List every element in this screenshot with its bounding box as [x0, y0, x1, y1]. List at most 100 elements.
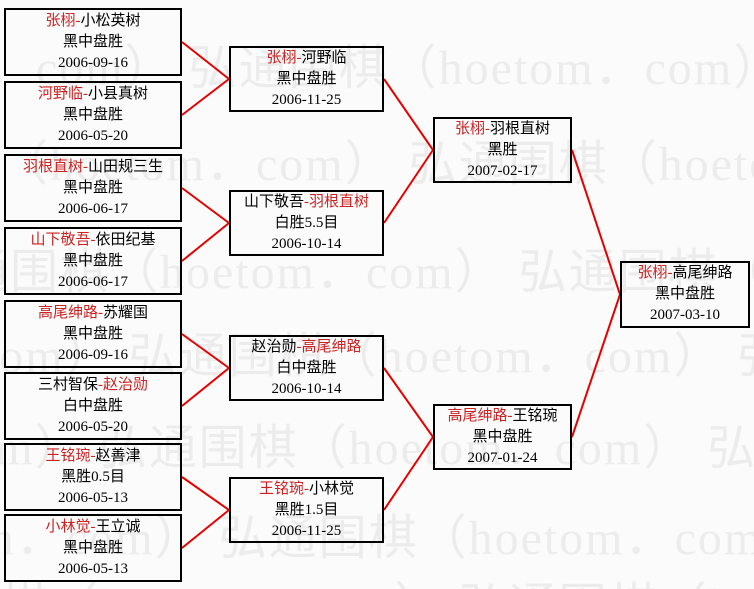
player-separator: - [83, 158, 88, 175]
match-result: 白中盘胜 [276, 359, 337, 376]
winner-name: 王铭琬 [258, 480, 304, 497]
player-name: 苏耀国 [103, 304, 149, 321]
winner-name: 羽根直树 [22, 158, 83, 175]
bracket-connector-line [181, 41, 230, 80]
match-result: 黑中盘胜 [276, 70, 337, 87]
player-separator: - [485, 120, 490, 137]
match-players: 王铭琬-小林觉 [259, 479, 354, 500]
match-result: 黑中盘胜 [654, 286, 715, 302]
winner-name: 高尾绅路 [301, 338, 362, 355]
match-players: 王铭琬-赵善津 [45, 446, 140, 467]
winner-name: 高尾绅路 [37, 304, 98, 321]
match-players: 三村智保-赵治勋 [38, 375, 148, 396]
player-name: 小县真树 [88, 85, 149, 102]
bracket-connector-line [181, 187, 230, 224]
match-players: 张栩-高尾绅路 [637, 263, 732, 284]
match-date: 2006-05-20 [58, 127, 128, 144]
match-box-r3m1: 张栩-羽根直树黑胜 2007-02-17 [433, 117, 572, 183]
match-box-r2m4: 王铭琬-小林觉黑胜1.5目 2006-11-25 [229, 477, 384, 543]
bracket-connector-line [383, 436, 434, 511]
match-date: 2006-10-14 [271, 235, 342, 252]
match-result: 白胜5.5目 [274, 214, 339, 231]
player-name: 羽根直树 [490, 120, 551, 137]
watermark-text-row: 弘通围棋（hoetom．com） 弘通围棋（hoetom．com） 弘通围棋（h… [0, 42, 754, 95]
player-separator: - [98, 304, 103, 321]
winner-name: 张栩 [637, 265, 668, 281]
match-players: 山下敬吾-依田纪基 [30, 230, 155, 251]
bracket-connector-line [571, 294, 621, 438]
winner-name: 张栩 [454, 120, 485, 137]
player-name: 王立诚 [95, 518, 141, 535]
match-players: 小林觉-王立诚 [45, 517, 140, 538]
match-result: 黑胜1.5目 [274, 501, 339, 518]
player-separator: - [304, 480, 309, 497]
winner-name: 张栩 [45, 12, 76, 29]
player-separator: - [83, 85, 88, 102]
match-date: 2006-11-25 [271, 522, 342, 539]
match-result: 黑胜0.5目 [61, 468, 125, 485]
match-result: 黑胜 [487, 141, 518, 158]
watermark-text-row: 弘通围棋（hoetom．com） 弘通围棋（hoetom．com） 弘通围棋（h… [0, 422, 754, 475]
match-result: 黑中盘胜 [62, 325, 123, 342]
winner-name: 王铭琬 [45, 447, 91, 464]
match-result: 黑中盘胜 [62, 106, 123, 123]
player-name: 三村智保 [37, 376, 98, 393]
match-result: 白中盘胜 [62, 397, 123, 414]
match-date: 2006-05-20 [58, 418, 128, 435]
winner-name: 张栩 [266, 49, 297, 66]
match-date: 2006-10-14 [271, 380, 342, 397]
match-date: 2006-05-13 [58, 560, 128, 577]
bracket-connector-line [383, 149, 434, 224]
match-date: 2006-06-17 [58, 200, 128, 217]
bracket-connector-line [383, 367, 434, 438]
player-separator: - [507, 407, 513, 424]
player-separator: - [98, 376, 103, 393]
match-players: 山下敬吾-羽根直树 [244, 192, 369, 213]
match-box-r2m3: 赵治勋-高尾绅路白中盘胜 2006-10-14 [229, 335, 384, 401]
player-separator: - [90, 231, 96, 248]
player-name: 小松英树 [80, 12, 141, 29]
match-players: 赵治勋-高尾绅路 [251, 337, 361, 358]
match-date: 2006-05-13 [58, 489, 128, 506]
winner-name: 高尾绅路 [447, 407, 508, 424]
match-date: 2007-01-24 [467, 449, 538, 466]
match-players: 高尾绅路-苏耀国 [38, 303, 148, 324]
player-separator: - [90, 518, 96, 535]
watermark-text-row: 弘通围棋（hoetom．com） 弘通围棋（hoetom．com） 弘通围棋（h… [0, 566, 754, 589]
match-players: 高尾绅路-王铭琬 [447, 406, 557, 427]
player-separator: - [90, 447, 96, 464]
bracket-connector-line [383, 78, 434, 151]
match-date: 2006-11-25 [271, 91, 342, 108]
match-date: 2006-09-16 [58, 54, 128, 71]
match-box-r1m6: 三村智保-赵治勋白中盘胜 2006-05-20 [4, 372, 182, 440]
player-separator: - [296, 338, 302, 355]
bracket-connector-line [181, 509, 230, 549]
bracket-connector-line [181, 367, 230, 407]
bracket-connector-line [181, 333, 230, 369]
player-separator: - [296, 49, 302, 66]
match-date: 2007-02-17 [467, 162, 538, 179]
match-result: 黑中盘胜 [62, 179, 123, 196]
player-name: 王铭琬 [512, 407, 558, 424]
bracket-connector-line [181, 78, 230, 116]
bracket-connector-line [571, 149, 621, 295]
player-separator: - [75, 12, 81, 29]
winner-name: 山下敬吾 [30, 231, 91, 248]
watermark-text-row: 弘通围棋（hoetom．com） 弘通围棋（hoetom．com） 弘通围棋（h… [0, 330, 754, 383]
player-name: 高尾绅路 [672, 265, 733, 281]
match-box-r2m2: 山下敬吾-羽根直树白胜5.5目 2006-10-14 [229, 190, 384, 256]
player-separator: - [304, 193, 309, 210]
match-result: 黑中盘胜 [62, 252, 123, 269]
match-result: 黑中盘胜 [62, 539, 123, 556]
player-name: 赵善津 [95, 447, 141, 464]
winner-name: 小林觉 [45, 518, 91, 535]
